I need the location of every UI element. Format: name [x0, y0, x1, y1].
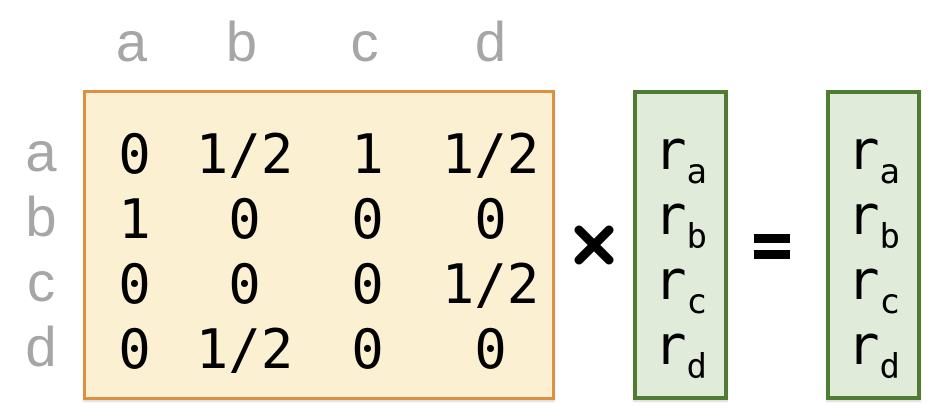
row-header-d: d — [25, 314, 57, 378]
row-header-b: b — [25, 184, 57, 248]
matrix-cell: 0 — [351, 187, 384, 251]
matrix-cell: 1/2 — [195, 317, 294, 381]
matrix-cell: 0 — [228, 252, 261, 316]
column-header-c: c — [350, 10, 379, 73]
vector-entry: rb — [847, 189, 900, 257]
rank-subscript: a — [686, 152, 707, 192]
matrix-cell: 1/2 — [441, 252, 540, 316]
multiply-icon — [574, 225, 614, 265]
row-header-a: a — [25, 119, 57, 183]
rank-vector-left: ra rb rc rd — [633, 90, 728, 400]
matrix-cell: 1/2 — [195, 122, 294, 186]
rank-subscript: d — [686, 347, 707, 387]
rank-subscript: b — [879, 217, 900, 257]
matrix-row-headers: a b c d — [10, 90, 72, 400]
matrix-cell: 1/2 — [441, 122, 540, 186]
matrix-cell: 0 — [474, 187, 507, 251]
transition-matrix: 0 1/2 1 1/2 1 0 0 0 0 0 0 1/2 0 1/2 0 0 — [83, 90, 555, 400]
rank-symbol: r — [847, 119, 880, 182]
rank-subscript: c — [879, 282, 900, 322]
rank-symbol: r — [847, 184, 880, 247]
rank-symbol: r — [654, 184, 687, 247]
rank-subscript: d — [879, 347, 900, 387]
rank-vector-right: ra rb rc rd — [826, 90, 921, 400]
matrix-column-headers: a b c d — [83, 0, 555, 80]
vector-entry: rc — [654, 254, 707, 322]
matrix-cell: 0 — [351, 317, 384, 381]
vector-entry: rd — [847, 319, 900, 387]
rank-subscript: c — [686, 282, 707, 322]
vector-entry: rc — [847, 254, 900, 322]
matrix-cell: 0 — [474, 317, 507, 381]
rank-subscript: b — [686, 217, 707, 257]
equals-operator — [740, 215, 804, 279]
multiply-operator — [562, 213, 626, 277]
row-header-c: c — [27, 249, 55, 313]
column-header-b: b — [225, 10, 258, 73]
matrix-cell: 0 — [351, 252, 384, 316]
matrix-cell: 1 — [351, 122, 384, 186]
matrix-cell: 0 — [118, 122, 151, 186]
rank-vector-left-grid: ra rb rc rd — [637, 94, 724, 396]
rank-symbol: r — [847, 249, 880, 312]
transition-matrix-grid: 0 1/2 1 1/2 1 0 0 0 0 0 0 1/2 0 1/2 0 0 — [86, 93, 552, 397]
rank-vector-right-grid: ra rb rc rd — [830, 94, 917, 396]
column-header-d: d — [474, 10, 507, 73]
matrix-cell: 0 — [118, 317, 151, 381]
matrix-cell: 1 — [118, 187, 151, 251]
column-header-a: a — [115, 10, 148, 73]
vector-entry: rd — [654, 319, 707, 387]
vector-entry: ra — [654, 124, 707, 192]
rank-symbol: r — [654, 119, 687, 182]
rank-symbol: r — [654, 249, 687, 312]
rank-symbol: r — [847, 314, 880, 377]
matrix-cell: 0 — [118, 252, 151, 316]
vector-entry: ra — [847, 124, 900, 192]
rank-subscript: a — [879, 152, 900, 192]
equals-icon — [754, 234, 790, 259]
matrix-cell: 0 — [228, 187, 261, 251]
vector-entry: rb — [654, 189, 707, 257]
rank-symbol: r — [654, 314, 687, 377]
